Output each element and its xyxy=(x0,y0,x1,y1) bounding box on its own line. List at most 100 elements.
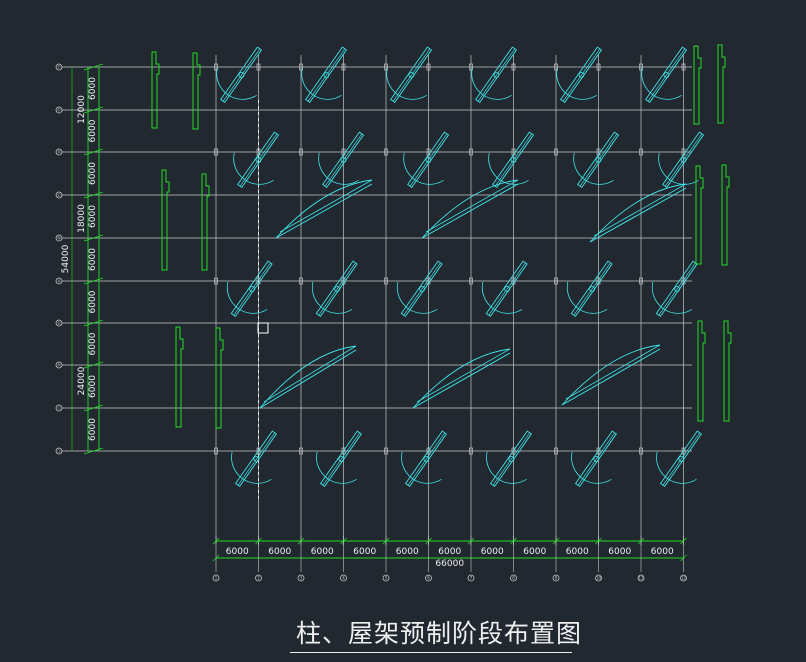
truss-lift-point xyxy=(249,286,256,292)
dim-tick-bottom xyxy=(510,537,517,545)
truss-swing-arc xyxy=(573,152,614,185)
dim-tick-bottom xyxy=(637,537,645,545)
bottom-axis-bubble xyxy=(340,574,347,582)
left-axis-bubble xyxy=(55,148,63,156)
dim-tick-left xyxy=(83,361,104,369)
column-base-marker xyxy=(341,63,346,71)
truss-lift-point xyxy=(408,72,415,78)
bottom-bay-dimension: 6000 xyxy=(311,547,334,557)
left-axis-label: Ⓕ xyxy=(57,64,61,70)
precast-truss xyxy=(301,46,348,103)
dim-tick-bottom xyxy=(552,537,560,545)
truss-swing-arc xyxy=(216,67,257,100)
column-base-marker xyxy=(214,447,218,455)
dim-tick-left xyxy=(83,191,104,199)
left-span-dimension: 6000 xyxy=(88,375,98,398)
bottom-axis-label: 6 xyxy=(427,576,430,581)
stacked-truss-bundle xyxy=(589,183,687,243)
truss-swing-arc xyxy=(301,67,342,100)
bottom-bay-dimension: 6000 xyxy=(353,547,376,557)
bottom-axis-label: 11 xyxy=(638,576,644,581)
bottom-axis-label: 4 xyxy=(342,576,345,581)
truss-swing-arc xyxy=(651,281,693,314)
precast-components xyxy=(151,44,732,487)
precast-column-left xyxy=(201,173,210,271)
truss-swing-arc xyxy=(656,451,697,484)
truss-centerline xyxy=(579,133,618,187)
left-span-dimension: 6000 xyxy=(88,119,98,142)
truss-lift-point xyxy=(340,157,347,163)
truss-centerline xyxy=(662,432,701,486)
precast-truss xyxy=(556,46,603,103)
truss-centerline xyxy=(664,133,703,187)
truss-lift-point xyxy=(663,72,670,78)
truss-bar xyxy=(404,430,447,487)
dim-tick-left xyxy=(83,148,104,156)
truss-bar xyxy=(659,430,702,487)
truss-centerline xyxy=(307,48,346,102)
truss-centerline xyxy=(318,262,356,316)
bottom-bay-dimension: 6000 xyxy=(268,547,291,557)
bottom-axis-bubble xyxy=(297,574,305,582)
truss-centerline xyxy=(392,48,431,102)
bottom-bay-dimension: 6000 xyxy=(438,547,461,557)
truss-swing-arc xyxy=(311,281,353,314)
truss-centerline xyxy=(407,432,446,486)
left-group-dimension: 18000 xyxy=(77,204,87,233)
truss-lift-point xyxy=(504,286,511,292)
bottom-axis-label: 3 xyxy=(300,576,303,581)
bottom-axis-bubble xyxy=(595,574,602,582)
truss-lift-point xyxy=(238,72,245,78)
precast-truss xyxy=(571,430,617,487)
dim-tick-left xyxy=(83,277,104,285)
bottom-axis-bubble xyxy=(467,574,475,582)
truss-bar xyxy=(390,46,433,103)
truss-swing-arc xyxy=(481,281,523,314)
bottom-bay-dimension: 6000 xyxy=(523,547,546,557)
bundle-edge xyxy=(565,344,661,400)
bottom-bay-dimension: 6000 xyxy=(396,547,419,557)
bottom-bay-dimension: 6000 xyxy=(651,547,674,557)
left-span-dimension: 6000 xyxy=(88,290,98,313)
column-base-marker xyxy=(511,63,516,71)
column-base-marker xyxy=(214,277,218,285)
bundle-chord xyxy=(561,344,661,406)
truss-lift-point xyxy=(253,456,260,462)
truss-lift-point xyxy=(578,72,585,78)
drawing-title: 柱、屋架预制阶段布置图 xyxy=(296,619,583,648)
truss-bar xyxy=(407,131,450,188)
truss-swing-arc xyxy=(226,281,268,314)
truss-lift-point xyxy=(508,456,515,462)
truss-lift-point xyxy=(334,286,341,292)
left-span-dimension: 6000 xyxy=(88,77,98,100)
precast-truss xyxy=(386,46,433,103)
truss-centerline xyxy=(409,133,448,187)
column-base-marker xyxy=(681,447,686,455)
column-base-marker xyxy=(681,63,686,71)
precast-column-left xyxy=(175,326,184,428)
truss-swing-arc xyxy=(401,451,442,484)
truss-bar xyxy=(574,430,617,487)
cursor-pickbox xyxy=(257,322,269,334)
truss-bar xyxy=(322,131,365,188)
truss-lift-point xyxy=(674,286,681,292)
bottom-bay-dimension: 6000 xyxy=(566,547,589,557)
bottom-axis-bubble xyxy=(212,574,220,582)
precast-truss xyxy=(226,260,273,317)
bundle-edge xyxy=(589,187,687,243)
truss-centerline xyxy=(322,432,361,486)
truss-centerline xyxy=(477,48,516,102)
left-axis-bubble xyxy=(55,319,63,327)
grid-lines xyxy=(55,55,692,545)
truss-lift-point xyxy=(680,157,687,163)
truss-bar xyxy=(315,260,358,317)
truss-swing-arc xyxy=(486,451,527,484)
column-base-marker xyxy=(596,63,601,71)
left-span-dimension: 6000 xyxy=(88,418,98,441)
truss-bar xyxy=(319,430,362,487)
bottom-axis-label: 10 xyxy=(596,576,602,581)
left-axis-bubble xyxy=(55,361,63,369)
column-base-marker xyxy=(639,63,643,71)
bundle-chord xyxy=(412,348,511,409)
bottom-axis-bubble xyxy=(510,574,517,582)
